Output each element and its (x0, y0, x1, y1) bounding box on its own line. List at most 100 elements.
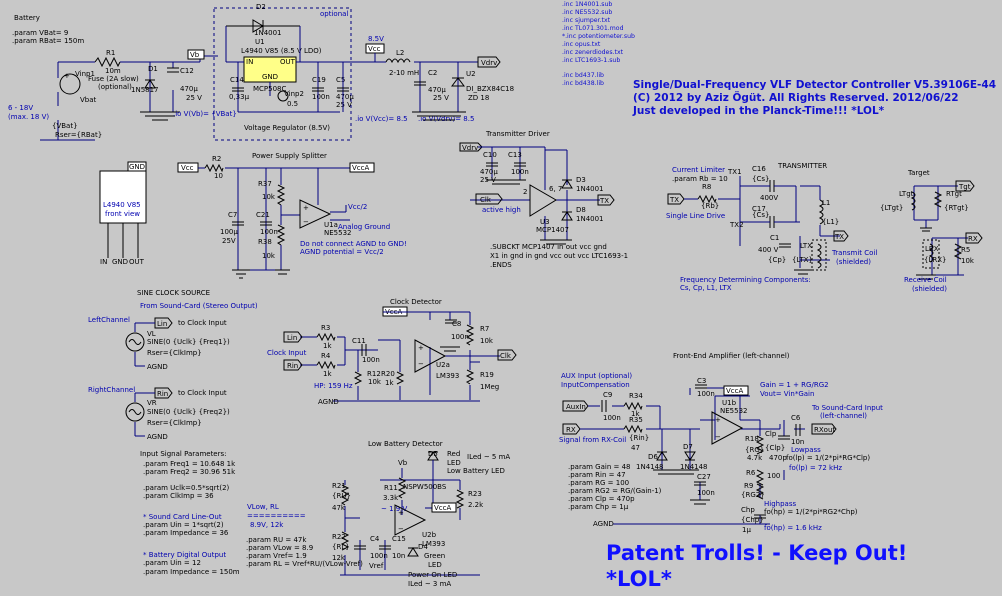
svg-text:R21: R21 (332, 482, 346, 490)
svg-text:C16: C16 (752, 165, 766, 173)
svg-text:R18: R18 (745, 435, 759, 443)
svg-text:C2: C2 (428, 69, 437, 77)
svg-text:0.5: 0.5 (287, 100, 298, 108)
svg-text:D4: D4 (418, 543, 428, 551)
svg-text:AUX Input (optional): AUX Input (optional) (561, 372, 632, 380)
svg-text:8.5V: 8.5V (368, 35, 384, 43)
svg-text:1k: 1k (323, 370, 332, 378)
svg-text:(shielded): (shielded) (912, 285, 947, 293)
svg-text:470µ: 470µ (180, 85, 198, 93)
svg-text:R38: R38 (258, 238, 272, 246)
svg-text:C14: C14 (230, 76, 244, 84)
ground-icon (140, 111, 180, 121)
transmitter-section: TRANSMITTER Current Limiter .param Rb = … (666, 162, 877, 292)
svg-text:OUT: OUT (280, 58, 296, 66)
svg-text:X1 in gnd in gnd vcc out vcc L: X1 in gnd in gnd vcc out vcc LTC1693-1 (490, 252, 628, 260)
svg-text:TX: TX (599, 197, 609, 205)
opamp-u1b-icon (711, 411, 744, 445)
svg-text:R3: R3 (321, 324, 330, 332)
transmitter-driver-section: Transmitter Driver Vdrv C10 470µ 25 V C1… (459, 130, 628, 269)
svg-text:NSPW500BS: NSPW500BS (403, 483, 447, 491)
svg-text:.param RG2 = RG/(Gain-1): .param RG2 = RG/(Gain-1) (568, 487, 662, 495)
svg-text:Vdrv: Vdrv (462, 144, 478, 152)
svg-text:AGND: AGND (147, 363, 168, 371)
svg-text:C15: C15 (392, 535, 406, 543)
svg-text:AGND: AGND (593, 520, 614, 528)
svg-text:D8: D8 (576, 206, 586, 214)
include-line: .inc NE5532.sub (562, 9, 612, 16)
svg-text:{Chp}: {Chp} (741, 516, 764, 524)
svg-text:Rin: Rin (287, 362, 298, 370)
svg-text:.param Rin = 47: .param Rin = 47 (568, 471, 626, 479)
svg-text:470µ: 470µ (428, 86, 446, 94)
svg-text:100n: 100n (697, 489, 715, 497)
capacitor-c12-icon (167, 67, 179, 73)
led-d4-icon (407, 547, 419, 557)
svg-text:10k: 10k (368, 378, 382, 386)
regulator-ic-u1 (243, 56, 297, 83)
svg-text:To Sound-Card Input: To Sound-Card Input (811, 404, 883, 412)
resistor-r38-icon (276, 224, 286, 246)
capacitor-c27-icon (694, 481, 706, 486)
include-line: .inc opus.txt (562, 41, 601, 48)
net-label-vcca (431, 502, 457, 513)
zener-ref-icon (277, 90, 289, 102)
svg-text:Frequency Determining Componen: Frequency Determining Components: (680, 276, 811, 284)
svg-text:R20: R20 (381, 370, 395, 378)
ground-icon (540, 239, 572, 245)
svg-text:C19: C19 (312, 76, 326, 84)
svg-text:Rser={RBat}: Rser={RBat} (55, 131, 102, 139)
resistor-r8-icon (697, 194, 717, 204)
diode-d2-icon (226, 19, 300, 33)
svg-text:Vout= Vin*Gain: Vout= Vin*Gain (760, 390, 814, 398)
svg-text:(left-channel): (left-channel) (820, 412, 867, 420)
title-line-2: (C) 2012 by Aziz Ögüt. All Rights Reserv… (633, 90, 959, 104)
resistor-r4-icon (316, 360, 336, 370)
svg-text:LTX: LTX (800, 242, 812, 250)
battery-header: Battery (14, 14, 40, 22)
svg-text:R5: R5 (961, 246, 970, 254)
svg-text:.param Impedance = 36: .param Impedance = 36 (143, 529, 229, 537)
svg-text:{RG}: {RG} (745, 446, 764, 454)
svg-text:3.3k: 3.3k (383, 494, 399, 502)
svg-text:Vb: Vb (398, 459, 408, 467)
sine-source-section: SINE CLOCK SOURCE From Sound-Card (Stere… (88, 289, 258, 576)
svg-text:{LTgt}: {LTgt} (880, 204, 903, 212)
svg-text:R9: R9 (744, 482, 753, 490)
svg-text:D1: D1 (148, 65, 158, 73)
resistor-r12-icon (353, 371, 363, 385)
svg-text:1N4001: 1N4001 (576, 185, 604, 193)
svg-text:.param RG = 100: .param RG = 100 (568, 479, 629, 487)
svg-text:D7: D7 (683, 443, 693, 451)
capacitor-c11-icon (361, 344, 367, 356)
svg-text:25 V: 25 V (336, 101, 352, 109)
net-label-tx (667, 193, 685, 205)
svg-text:.param Freq1 = 10.648 1k: .param Freq1 = 10.648 1k (143, 460, 236, 468)
svg-text:Tgt: Tgt (958, 183, 971, 191)
svg-text:0,33µ: 0,33µ (229, 93, 250, 101)
svg-text:R11: R11 (384, 484, 398, 492)
svg-text:6 - 18V: 6 - 18V (8, 104, 33, 112)
resistor-r5-icon (953, 243, 963, 260)
svg-text:Rin: Rin (157, 390, 168, 398)
svg-text:{RG2}: {RG2} (741, 491, 765, 499)
capacitor-icon (232, 221, 272, 226)
svg-text:U2b: U2b (422, 531, 437, 539)
svg-text:Rser={ClkImp}: Rser={ClkImp} (147, 419, 202, 427)
diode-d1-icon (144, 79, 156, 89)
svg-text:U2: U2 (466, 70, 476, 78)
svg-text:C6: C6 (791, 414, 801, 422)
svg-text:12k: 12k (332, 554, 346, 562)
svg-text:Voltage Regulator (8.5V): Voltage Regulator (8.5V) (244, 124, 330, 132)
svg-text:R35: R35 (629, 416, 643, 424)
svg-text:Vcc/2: Vcc/2 (348, 203, 367, 211)
diode-d3-icon (561, 179, 573, 189)
svg-text:IN: IN (100, 258, 107, 266)
svg-text:active high: active high (482, 206, 521, 214)
resistor-r22-icon (340, 531, 350, 551)
svg-text:25 V: 25 V (186, 94, 202, 102)
svg-text:100n: 100n (603, 414, 621, 422)
svg-text:Chp: Chp (741, 506, 755, 514)
svg-text:D2: D2 (256, 3, 266, 11)
capacitor-c3-icon (695, 384, 707, 389)
